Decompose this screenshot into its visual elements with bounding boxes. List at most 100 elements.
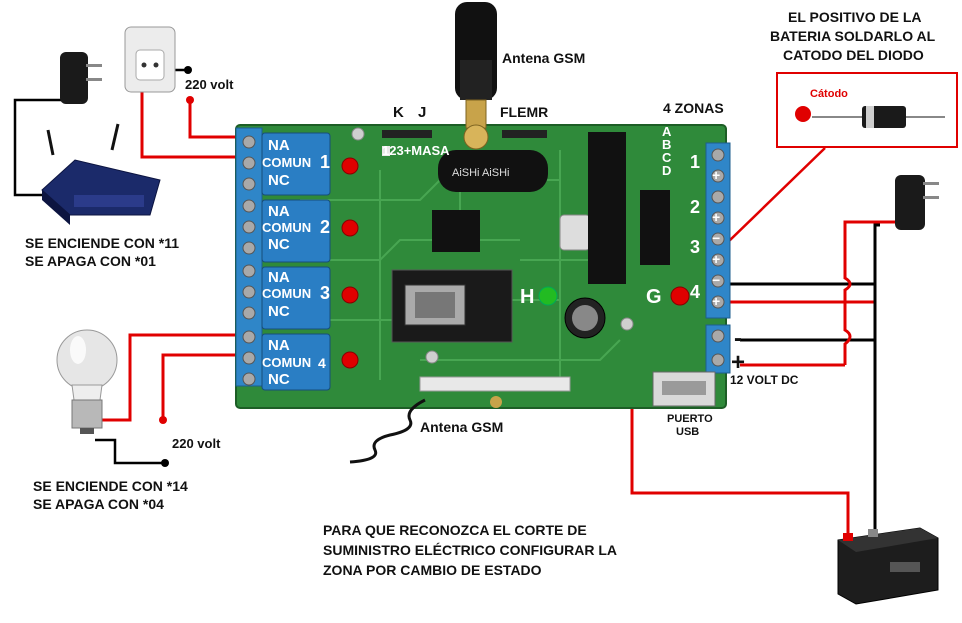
led-g-label: G <box>646 286 662 308</box>
volt-dc-label: 12 VOLT DC <box>730 373 799 387</box>
led-g <box>670 286 690 306</box>
zone-minus-4: − <box>712 272 720 288</box>
wire-lamp-relay4 <box>100 333 245 422</box>
relay2-num: 2 <box>320 217 330 237</box>
relay3-num: 3 <box>320 283 330 303</box>
zonas-label: 4 ZONAS <box>663 100 724 116</box>
zone-plus-4: + <box>712 293 720 309</box>
capacitor <box>564 297 606 339</box>
relay1-na: NA <box>268 137 290 154</box>
antenna-icon <box>455 2 497 150</box>
antena-bottom-label: Antena GSM <box>420 419 503 435</box>
relay-leds <box>341 157 359 369</box>
usb-label-1: PUERTO <box>667 413 713 425</box>
sim-card-icon <box>391 269 513 343</box>
led-relay-4 <box>341 351 359 369</box>
bottom-note-1: PARA QUE RECONOZCA EL CORTE DE <box>323 522 587 538</box>
zone-letter-d: D <box>662 163 671 178</box>
relay-4 <box>261 333 331 391</box>
flemr-label: FLEMR <box>500 104 548 120</box>
power-plus-label: + <box>731 349 745 376</box>
zone-minus-3: − <box>712 230 720 246</box>
led-relay-2 <box>341 219 359 237</box>
lamp-on-text: SE ENCIENDE CON *14 <box>33 478 188 494</box>
relay4-nc: NC <box>268 371 290 388</box>
led-relay-3 <box>341 286 359 304</box>
relay3-na: NA <box>268 269 290 286</box>
relay-labels: NA COMUN 1 NC NA COMUN 2 NC NA COMUN 3 N… <box>262 137 330 388</box>
wires <box>13 68 900 535</box>
zone-1: 1 <box>690 152 700 172</box>
catodo-label: Cátodo <box>810 88 848 100</box>
volt-bottom-label: 220 volt <box>172 436 221 451</box>
wire-220-bottom-relay4 <box>161 353 245 420</box>
relay1-comun: COMUN <box>262 155 311 170</box>
wire-adapter-router <box>13 98 72 197</box>
zone-plus-2: + <box>712 209 720 225</box>
wire-battery-red <box>630 340 850 535</box>
zone-3: 3 <box>690 237 700 257</box>
battery-note-3: CATODO DEL DIODO <box>783 47 924 63</box>
antenna-bottom-icon <box>349 376 571 464</box>
relay3-comun: COMUN <box>262 286 311 301</box>
zone-labels: 1 2 3 4 A B C D + + − + − + <box>662 124 720 309</box>
led-h <box>538 286 558 306</box>
router-icon <box>41 123 161 225</box>
terminal-block-right <box>705 142 731 374</box>
battery-note-1: EL POSITIVO DE LA <box>788 9 922 25</box>
wall-socket-icon <box>124 26 176 93</box>
microcontroller <box>588 132 670 284</box>
wire-adapter-red <box>843 220 900 365</box>
volt-top-label: 220 volt <box>185 77 234 92</box>
bottom-note-3: ZONA POR CAMBIO DE ESTADO <box>323 562 542 578</box>
volt-bottom-dot-red <box>159 416 167 424</box>
wire-adapter-black <box>873 223 880 530</box>
led-h-label: H <box>520 286 534 308</box>
battery-note-2: BATERIA SOLDARLO AL <box>770 28 936 44</box>
relay-2 <box>261 199 331 263</box>
relay-1 <box>261 132 331 196</box>
zone-plus-3: + <box>712 251 720 267</box>
usb-port-icon <box>652 371 716 407</box>
zone-4: 4 <box>690 282 700 302</box>
power-minus-label: - <box>734 325 742 352</box>
usb-label-2: USB <box>676 426 699 438</box>
relay1-nc: NC <box>268 172 290 189</box>
relay-3 <box>261 266 331 330</box>
volt-bottom-dot-black <box>161 459 169 467</box>
bottom-note-2: SUMINISTRO ELÉCTRICO CONFIGURAR LA <box>323 542 617 558</box>
zone-letter-c: C <box>662 150 672 165</box>
light-bulb-icon <box>56 329 118 434</box>
wire-220-top-relay <box>188 100 245 139</box>
jumper-k-label: K <box>393 104 404 121</box>
power-adapter-icon <box>60 52 102 104</box>
relay2-comun: COMUN <box>262 220 311 235</box>
router-off-text: SE APAGA CON *01 <box>25 253 156 269</box>
relay1-num: 1 <box>320 152 330 172</box>
pins-label: 123+MASA <box>382 143 450 158</box>
wire-socket-relay1 <box>140 70 245 159</box>
catodo-dot <box>795 106 811 122</box>
pin-headers <box>382 130 547 156</box>
gsm-module: AiSHi AiSHi <box>432 150 591 252</box>
zone-plus-1: + <box>712 167 720 183</box>
router-on-text: SE ENCIENDE CON *11 <box>25 235 179 251</box>
jumper-j-label: J <box>418 104 426 121</box>
volt-top-dot-black <box>184 66 192 74</box>
zone-2: 2 <box>690 197 700 217</box>
relays <box>261 132 331 391</box>
diode-icon <box>812 106 945 128</box>
volt-top-dot-red <box>186 96 194 104</box>
power-adapter-right-icon <box>895 175 939 230</box>
status-leds: H G <box>520 286 690 308</box>
wire-lamp-neutral <box>95 438 165 465</box>
zone-letter-a: A <box>662 124 672 139</box>
relay4-na: NA <box>268 337 290 354</box>
battery-icon <box>837 527 939 605</box>
relay2-nc: NC <box>268 236 290 253</box>
diode-callout: Cátodo <box>776 72 958 148</box>
relay2-na: NA <box>268 203 290 220</box>
led-relay-1 <box>341 157 359 175</box>
relay4-num: 4 <box>318 355 326 371</box>
